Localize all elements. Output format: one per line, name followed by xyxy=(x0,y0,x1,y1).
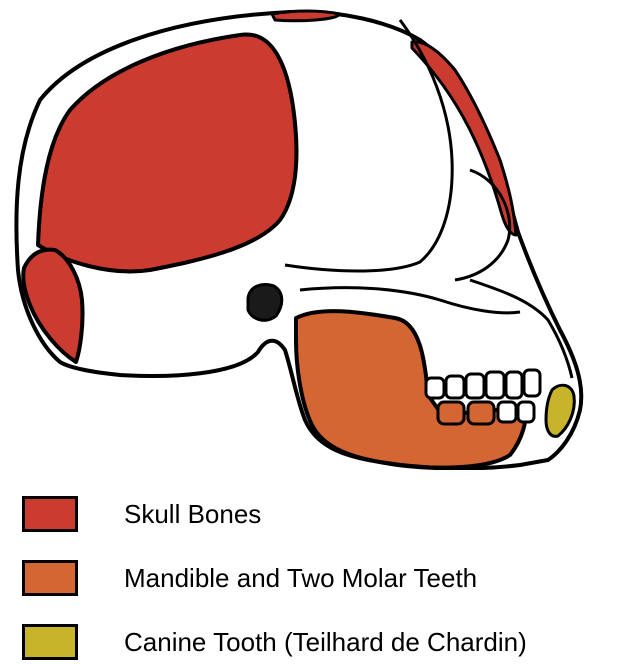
legend-swatch-canine xyxy=(22,624,78,660)
legend-label-canine: Canine Tooth (Teilhard de Chardin) xyxy=(124,627,527,658)
lower-teeth xyxy=(498,402,534,422)
legend-swatch-skull-bones xyxy=(22,496,78,532)
piltdown-skull-diagram xyxy=(0,0,622,470)
legend-label-skull-bones: Skull Bones xyxy=(124,499,261,530)
legend-swatch-mandible xyxy=(22,560,78,596)
crest-fragment xyxy=(272,11,340,21)
ear-opening xyxy=(248,285,282,321)
legend-label-mandible: Mandible and Two Molar Teeth xyxy=(124,563,477,594)
